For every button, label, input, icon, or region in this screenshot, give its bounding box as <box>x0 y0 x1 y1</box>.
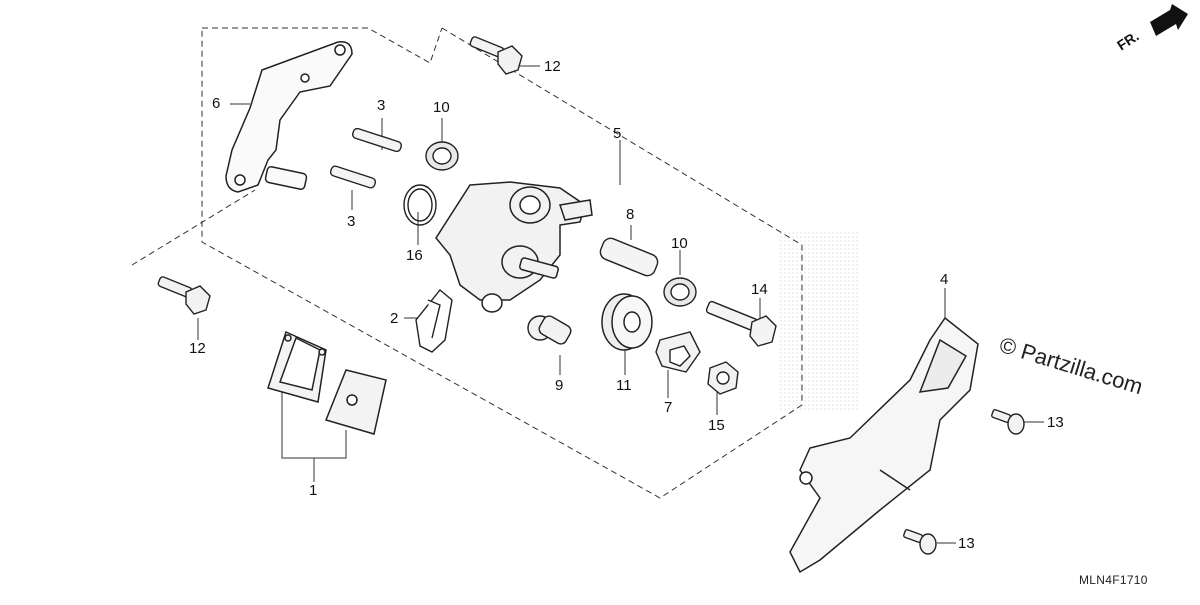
bushing-part-11 <box>601 293 653 351</box>
bolt-part-14 <box>705 300 777 347</box>
callout-10a: 10 <box>433 99 450 116</box>
callout-5: 5 <box>613 125 622 142</box>
dotted-watermark <box>780 230 860 410</box>
sleeve-part-8 <box>599 237 659 277</box>
assembly-outline <box>131 27 803 499</box>
bolt-part-12 <box>157 36 523 315</box>
disc-guard-part-4 <box>789 316 979 574</box>
pad-spring-part-2 <box>415 289 453 353</box>
callout-6: 6 <box>212 95 221 112</box>
nut-part-15 <box>707 361 739 395</box>
callout-3a: 3 <box>377 97 386 114</box>
front-arrow-icon <box>1150 4 1188 36</box>
callout-12a: 12 <box>544 58 561 75</box>
diagram-code: MLN4F1710 <box>1079 573 1148 587</box>
brake-pads-part-1 <box>267 330 387 435</box>
caliper-body-part-5 <box>435 181 593 313</box>
callout-13a: 13 <box>1047 414 1064 431</box>
callout-15: 15 <box>708 417 725 434</box>
screw-part-13 <box>903 409 1025 555</box>
callout-1: 1 <box>309 482 318 499</box>
caliper-bracket-part-6 <box>225 41 353 193</box>
callout-10b: 10 <box>671 235 688 252</box>
callout-3b: 3 <box>347 213 356 230</box>
callout-11: 11 <box>616 377 632 394</box>
pin-boot-part-10 <box>425 141 697 307</box>
callout-8: 8 <box>626 206 635 223</box>
slide-pin-part-3 <box>329 127 402 189</box>
callout-4: 4 <box>940 271 949 288</box>
nut-plate-part-7 <box>655 331 701 373</box>
callout-12b: 12 <box>189 340 206 357</box>
callout-2: 2 <box>390 310 399 327</box>
callout-14: 14 <box>751 281 768 298</box>
piston-part-9 <box>527 315 572 345</box>
callout-16: 16 <box>406 247 423 264</box>
callout-9: 9 <box>555 377 564 394</box>
callout-13b: 13 <box>958 535 975 552</box>
piston-seal-part-16 <box>403 184 437 226</box>
callout-7: 7 <box>664 399 673 416</box>
